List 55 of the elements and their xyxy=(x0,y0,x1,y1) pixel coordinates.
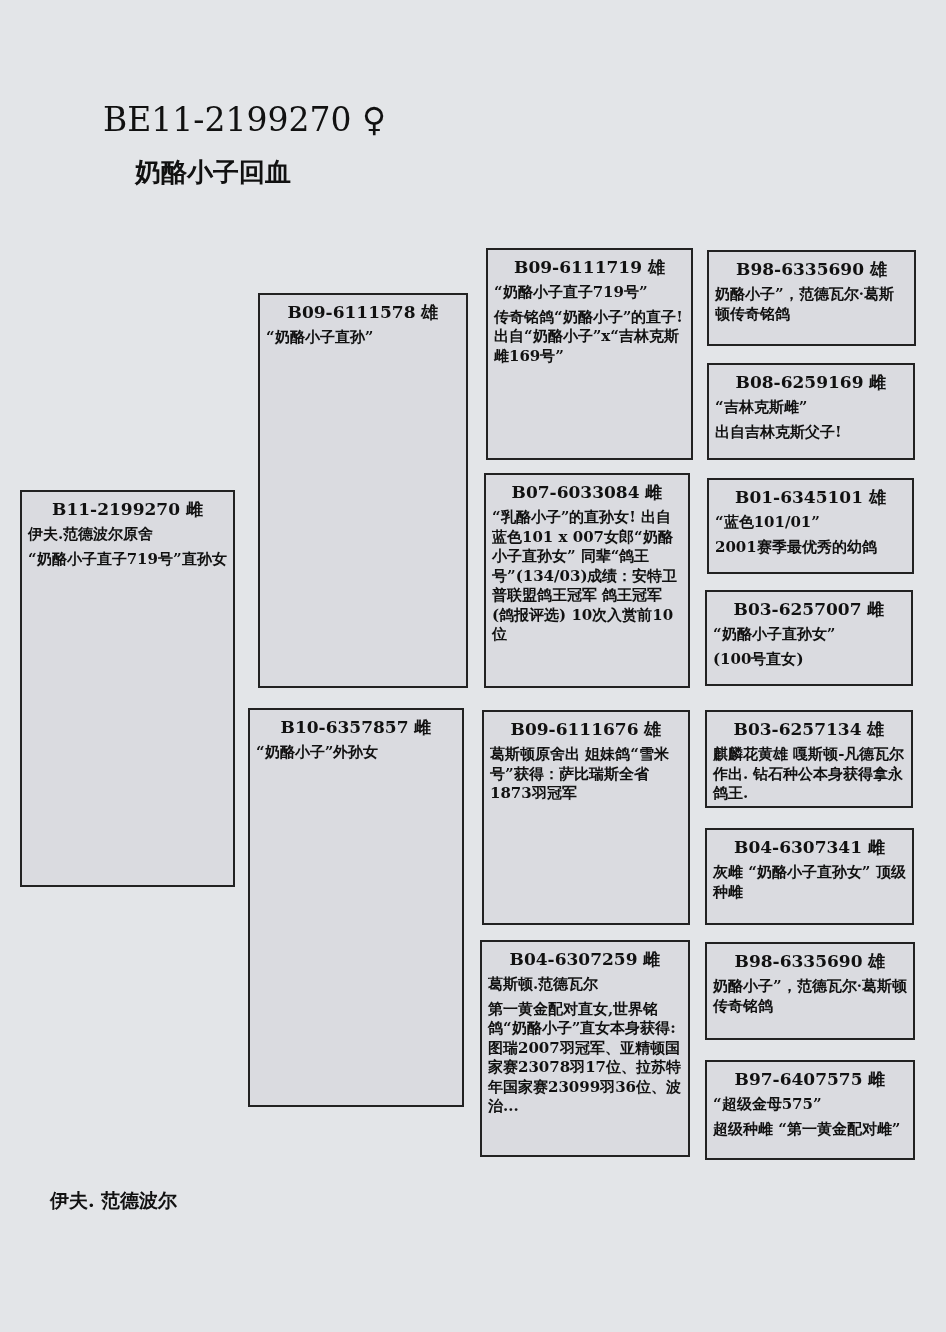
pigeon-description: “奶酪小子直孙女” xyxy=(713,625,837,645)
title: BE11-2199270 ♀ xyxy=(103,100,387,139)
pedigree-card xyxy=(484,473,690,688)
ring-number: B98-6335690 雄 xyxy=(733,950,887,973)
pedigree-card xyxy=(705,710,913,808)
pigeon-description: 出自吉林克斯父子! xyxy=(715,422,843,442)
pedigree-card xyxy=(705,590,913,686)
pigeon-description: 第一黄金配对直女,世界铭鸽“奶酪小子”直女本身获得:图瑞2007羽冠军、亚精顿国家赛23078羽17位、拉苏特年国家赛23099羽36位、波治... xyxy=(488,999,682,1117)
pedigree-card xyxy=(20,490,235,887)
pedigree-card xyxy=(482,710,690,925)
pigeon-description: “乳酪小子”的直孙女! 出自蓝色101 x 007女郎“奶酪小子直孙女” 同辈“鸽王号”(134/03)成绩：安特卫普联盟鸽王冠军 鸽王冠军(鸽报评选) 10次入赏前10位 xyxy=(492,508,679,645)
pigeon-description: 传奇铭鸽“奶酪小子”的直子!出自“奶酪小子”x“吉林克斯雌169号” xyxy=(494,307,684,366)
ring-number: B07-6033084 雌 xyxy=(510,481,664,504)
ring-number: B09-6111676 雄 xyxy=(509,718,663,741)
pigeon-description: 葛斯顿.范德瓦尔 xyxy=(488,975,600,995)
pedigree-card xyxy=(248,708,464,1107)
ring-number: B09-6111719 雄 xyxy=(513,256,666,279)
ring-number: B11-2199270 雌 xyxy=(51,498,204,521)
pigeon-description: 葛斯顿原舍出 姐妹鸽“雪米号”获得：萨比瑞斯全省1873羽冠军 xyxy=(490,745,670,804)
pigeon-description: “奶酪小子直子719号”直孙女 xyxy=(28,549,227,569)
pigeon-description: 伊夫.范德波尔原舍 xyxy=(28,525,155,545)
pigeon-description: (100号直女) xyxy=(713,649,805,669)
pigeon-description: 灰雌 “奶酪小子直孙女” 顶级种雌 xyxy=(713,863,906,902)
pigeon-description: 麒麟花黄雄 嘎斯顿-凡德瓦尔作出. 钻石种公本身获得拿永鸽王. xyxy=(713,745,905,804)
ring-number: B03-6257134 雄 xyxy=(732,718,886,741)
ring-number: B04-6307259 雌 xyxy=(508,948,662,971)
ring-number: B97-6407575 雌 xyxy=(733,1068,887,1091)
pigeon-description: 2001赛季最优秀的幼鸽 xyxy=(715,537,878,557)
pigeon-description: “蓝色101/01” xyxy=(715,513,821,533)
pedigree-card xyxy=(705,828,914,925)
pigeon-description: 奶酪小子”，范德瓦尔·葛斯顿传奇铭鸽 xyxy=(713,977,907,1016)
pigeon-description: “奶酪小子直子719号” xyxy=(494,283,649,303)
ring-number: B98-6335690 雄 xyxy=(735,258,888,281)
ring-number: B01-6345101 雄 xyxy=(734,486,887,509)
breeder-name: 伊夫. 范德波尔 xyxy=(50,1188,178,1213)
pedigree-card xyxy=(480,940,690,1157)
pigeon-description: “吉林克斯雌” xyxy=(715,398,809,418)
pigeon-description: “奶酪小子”外孙女 xyxy=(256,743,380,763)
pigeon-description: “奶酪小子直孙” xyxy=(266,328,375,348)
pedigree-card xyxy=(705,942,915,1040)
pedigree-card xyxy=(258,293,468,688)
pigeon-description: 奶酪小子”，范德瓦尔·葛斯顿传奇铭鸽 xyxy=(715,285,895,324)
pedigree-card xyxy=(707,478,914,574)
ring-number: B08-6259169 雌 xyxy=(734,371,888,394)
pigeon-description: 超级种雌 “第一黄金配对雌” xyxy=(713,1119,902,1139)
pedigree-card xyxy=(486,248,693,460)
ring-number: B10-6357857 雌 xyxy=(279,716,433,739)
pedigree-card xyxy=(707,250,916,346)
subtitle: 奶酪小子回血 xyxy=(135,156,291,189)
pigeon-description: “超级金母575” xyxy=(713,1095,823,1115)
pedigree-card xyxy=(707,363,915,460)
ring-number: B03-6257007 雌 xyxy=(732,598,886,621)
ring-number: B04-6307341 雌 xyxy=(733,836,886,859)
ring-number: B09-6111578 雄 xyxy=(286,301,440,324)
pedigree-card xyxy=(705,1060,915,1160)
